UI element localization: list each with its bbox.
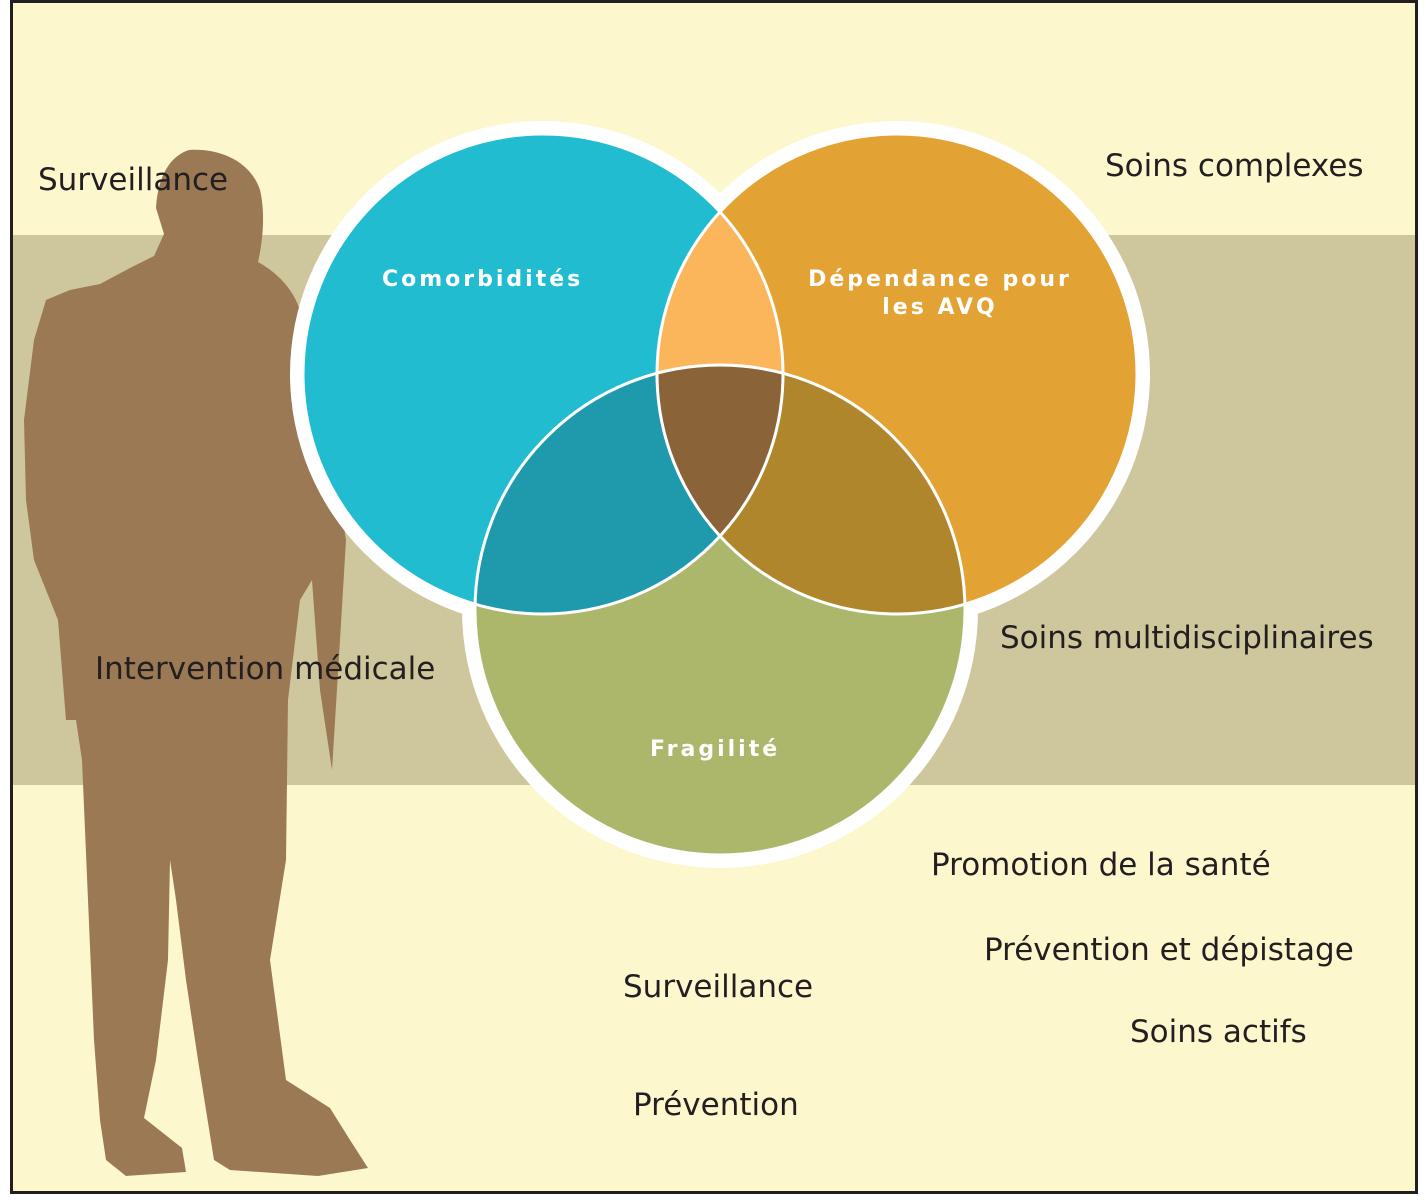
label-prevention: Prévention [633,1087,799,1123]
label-frailty: Fragilité [650,737,781,762]
label-medical-intervention: Intervention médicale [95,651,436,687]
label-prevention-screening: Prévention et dépistage [984,932,1354,968]
label-comorbidities: Comorbidités [382,267,584,292]
label-dependence: Dépendance pour les AVQ [808,267,1072,320]
label-complex-care: Soins complexes [1105,148,1364,184]
label-multidisciplinary-care: Soins multidisciplinaires [1000,620,1374,656]
person-silhouette-icon [24,149,368,1177]
label-surveillance-top: Surveillance [38,162,229,198]
label-active-care: Soins actifs [1130,1014,1307,1050]
label-surveillance-bottom: Surveillance [623,969,814,1005]
label-health-promotion: Promotion de la santé [931,847,1271,883]
